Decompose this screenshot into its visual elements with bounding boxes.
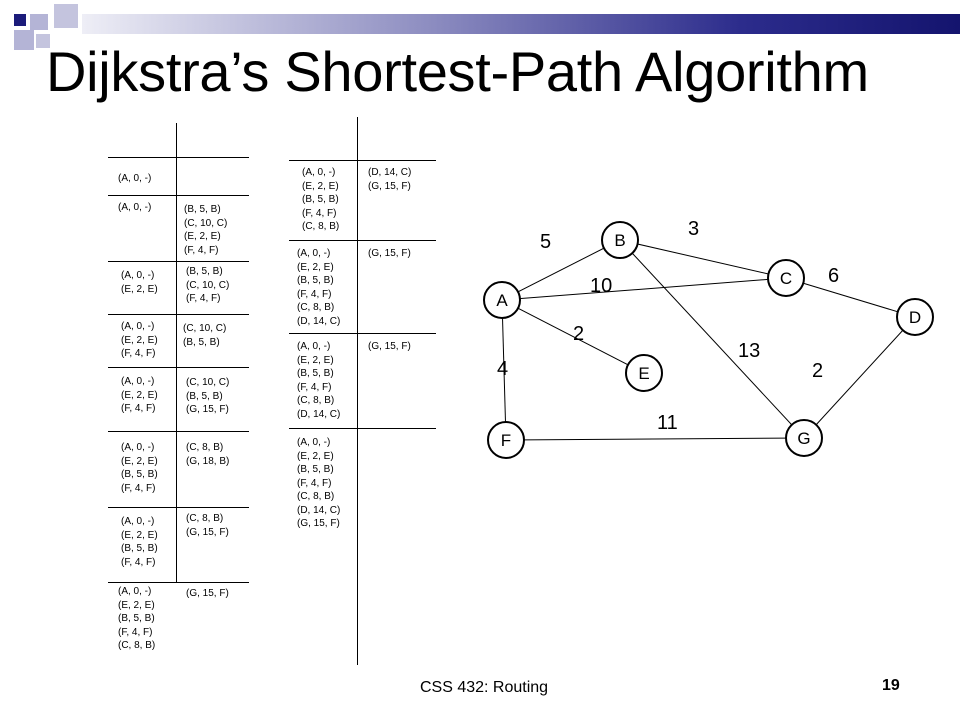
tentative-cell: (C, 10, C) (B, 5, B) (G, 15, F) xyxy=(186,377,230,415)
edge-a-c xyxy=(501,277,787,301)
slide-title: Dijkstra’s Shortest-Path Algorithm xyxy=(46,40,869,103)
edge-weight-a-e: 2 xyxy=(573,323,584,345)
confirmed-cell: (A, 0, -) (E, 2, E) (F, 4, F) xyxy=(121,321,158,359)
confirmed-cell: (A, 0, -) (E, 2, E) xyxy=(121,270,158,295)
tentative-cell: (G, 15, F) xyxy=(368,248,411,259)
tentative-cell: (G, 15, F) xyxy=(186,588,229,599)
edge-weight-f-g: 11 xyxy=(657,412,678,434)
node-c xyxy=(767,259,805,297)
table-row-separator xyxy=(289,160,436,161)
corner-square-light xyxy=(14,30,34,50)
edge-a-b xyxy=(501,239,621,301)
network-graph: A B C D E F G 5 10 2 4 3 13 6 2 11 xyxy=(483,218,934,459)
title-gradient-bar xyxy=(82,14,960,34)
confirmed-cell: (A, 0, -) xyxy=(118,202,152,213)
node-label-e: E xyxy=(638,364,649,383)
table-row-separator xyxy=(108,195,249,196)
edge-weight-a-c: 10 xyxy=(590,275,612,297)
table-row-separator xyxy=(108,157,249,158)
confirmed-cell: (A, 0, -) xyxy=(118,173,152,184)
graph-nodes: A B C D E F G xyxy=(483,221,934,459)
node-b xyxy=(601,221,639,259)
edge-weight-d-g: 2 xyxy=(812,360,823,382)
node-f xyxy=(487,421,525,459)
tentative-cell: (D, 14, C) (G, 15, F) xyxy=(368,167,412,192)
node-d xyxy=(896,298,934,336)
edge-d-g xyxy=(803,316,916,439)
node-label-d: D xyxy=(909,308,921,327)
node-label-a: A xyxy=(496,291,508,310)
table-row-separator xyxy=(108,507,249,508)
table-row-separator xyxy=(108,261,249,262)
tentative-cell: (B, 5, B) (C, 10, C) (F, 4, F) xyxy=(186,266,230,304)
table-row-separator xyxy=(108,367,249,368)
node-label-f: F xyxy=(501,431,511,450)
corner-square-light xyxy=(30,14,48,30)
table-left-divider xyxy=(176,123,177,583)
table-row-separator xyxy=(289,333,436,334)
tentative-cell: (B, 5, B) (C, 10, C) (E, 2, E) (F, 4, F) xyxy=(184,204,228,256)
node-a xyxy=(483,281,521,319)
edge-b-c xyxy=(619,239,787,279)
confirmed-cell: (A, 0, -) (E, 2, E) (B, 5, B) (F, 4, F) … xyxy=(297,437,341,529)
node-label-g: G xyxy=(797,429,810,448)
tentative-cell: (G, 15, F) xyxy=(368,341,411,352)
node-e xyxy=(625,354,663,392)
table-row-separator xyxy=(289,428,436,429)
corner-square-light xyxy=(54,4,78,28)
node-g xyxy=(785,419,823,457)
table-right-divider xyxy=(357,117,358,665)
node-label-c: C xyxy=(780,269,792,288)
graph-weights: 5 10 2 4 3 13 6 2 11 xyxy=(497,218,839,434)
edge-weight-b-c: 3 xyxy=(688,218,699,240)
tentative-cell: (C, 8, B) (G, 18, B) xyxy=(186,442,230,467)
confirmed-cell: (A, 0, -) (E, 2, E) (B, 5, B) (F, 4, F) … xyxy=(118,586,156,651)
corner-square-dark xyxy=(14,14,26,26)
confirmed-cell: (A, 0, -) (E, 2, E) (F, 4, F) xyxy=(121,376,158,414)
slide-footer: CSS 432: Routing xyxy=(420,679,549,696)
confirmed-cell: (A, 0, -) (E, 2, E) (B, 5, B) (F, 4, F) … xyxy=(297,341,341,420)
edge-weight-b-g: 13 xyxy=(738,340,760,362)
confirmed-cell: (A, 0, -) (E, 2, E) (B, 5, B) (F, 4, F) … xyxy=(297,248,341,327)
table-row-separator xyxy=(289,240,436,241)
tentative-cell: (C, 10, C) (B, 5, B) xyxy=(183,323,227,348)
edge-b-g xyxy=(619,239,805,439)
corner-square-light xyxy=(36,34,50,48)
table-row-separator xyxy=(108,314,249,315)
graph-edges xyxy=(501,239,916,441)
edge-weight-a-b: 5 xyxy=(540,231,551,253)
node-label-b: B xyxy=(614,231,625,250)
edge-a-e xyxy=(501,299,645,374)
confirmed-cell: (A, 0, -) (E, 2, E) (B, 5, B) (F, 4, F) xyxy=(121,516,158,568)
confirmed-cell: (A, 0, -) (E, 2, E) (B, 5, B) (F, 4, F) … xyxy=(302,167,340,232)
tentative-cell: (C, 8, B) (G, 15, F) xyxy=(186,513,229,538)
edge-a-f xyxy=(501,299,507,441)
page-number: 19 xyxy=(882,677,900,694)
table-row-separator xyxy=(108,431,249,432)
edge-weight-c-d: 6 xyxy=(828,265,839,287)
edge-weight-a-f: 4 xyxy=(497,358,508,380)
edge-c-d xyxy=(785,277,916,318)
table-row-separator xyxy=(108,582,249,583)
confirmed-cell: (A, 0, -) (E, 2, E) (B, 5, B) (F, 4, F) xyxy=(121,442,158,494)
edge-f-g xyxy=(505,437,805,441)
